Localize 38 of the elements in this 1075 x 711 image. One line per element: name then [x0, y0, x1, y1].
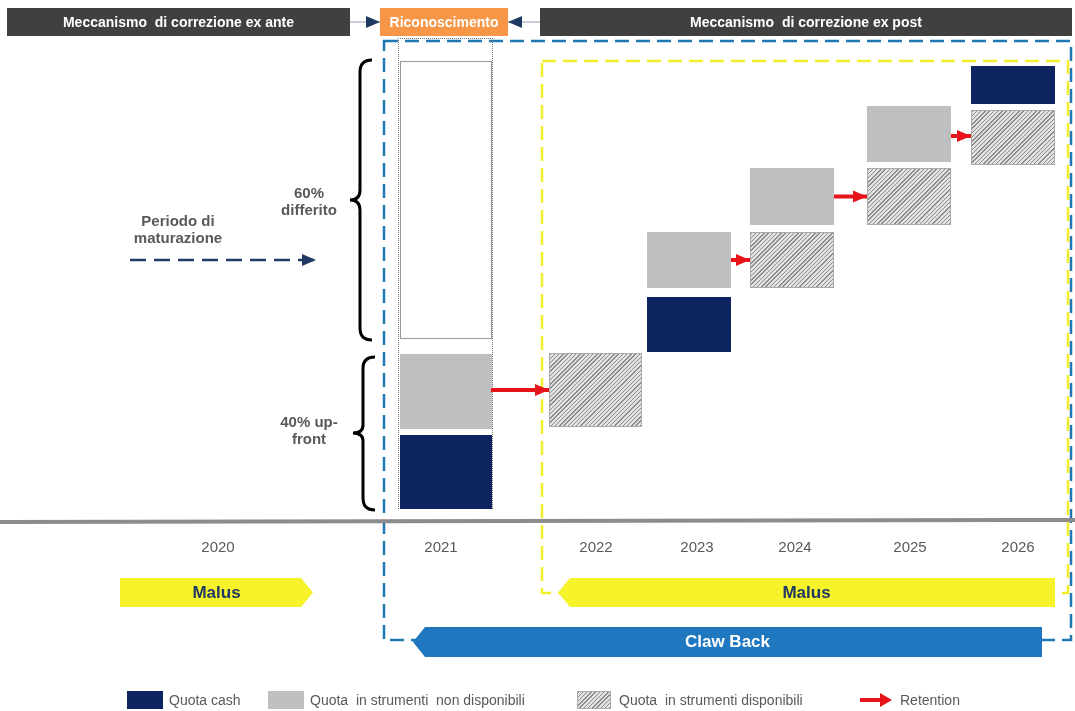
- period-label: Periodo di maturazione: [132, 212, 224, 248]
- arrow: [491, 384, 549, 396]
- section-header: Riconoscimento: [380, 8, 508, 36]
- cash-box: [647, 297, 731, 352]
- year-label: 2026: [1000, 538, 1036, 555]
- section-header: Meccanismo di correzione ex ante: [7, 8, 350, 36]
- hatched-box: [867, 168, 951, 225]
- year-label: 2021: [423, 538, 459, 555]
- column-outline: [398, 38, 493, 509]
- instrument-box: [750, 168, 834, 225]
- dashed-arrow: [130, 254, 316, 266]
- claw-back-band: Claw Back: [413, 627, 1042, 657]
- percentage-label: 40% up-front: [279, 413, 339, 447]
- section-header: Meccanismo di correzione ex post: [540, 8, 1072, 36]
- instrument-box: [400, 354, 492, 429]
- year-label: 2020: [200, 538, 236, 555]
- instrument-box: [647, 232, 731, 288]
- year-label: 2025: [892, 538, 928, 555]
- legend-label: Quota in strumenti disponibili: [619, 692, 803, 708]
- instrument-box: [867, 106, 951, 162]
- year-label: 2022: [578, 538, 614, 555]
- legend-label: Quota cash: [169, 692, 241, 708]
- legend-label: Retention: [900, 692, 960, 708]
- arrow: [731, 254, 750, 266]
- arrow: [834, 190, 867, 203]
- malus-band: Malus: [120, 578, 313, 607]
- cash-box: [400, 435, 492, 509]
- malus-band: Malus: [558, 578, 1055, 607]
- year-label: 2024: [777, 538, 813, 555]
- hatched-box: [971, 110, 1055, 165]
- percentage-label: 60% differito: [280, 184, 338, 218]
- legend-label: Quota in strumenti non disponibili: [310, 692, 525, 708]
- hatched-box: [549, 353, 642, 427]
- empty-box: [400, 61, 492, 339]
- arrow: [951, 130, 971, 142]
- cash-box: [971, 66, 1055, 104]
- year-label: 2023: [679, 538, 715, 555]
- hatched-box: [750, 232, 834, 288]
